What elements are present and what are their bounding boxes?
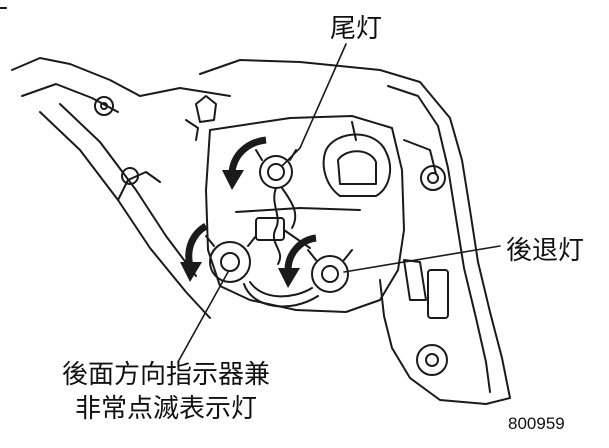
housing-slot bbox=[403, 259, 427, 301]
mount-hole bbox=[420, 165, 446, 191]
bulb-socket-icon bbox=[205, 235, 257, 283]
wire-harness bbox=[243, 283, 319, 308]
mount-hole-inner bbox=[427, 172, 439, 184]
wire-harness bbox=[273, 187, 281, 265]
mount-hole bbox=[416, 344, 448, 376]
panel-divider bbox=[235, 207, 361, 213]
housing-slot bbox=[427, 269, 449, 319]
connector-block bbox=[255, 217, 285, 241]
mount-hole-inner bbox=[425, 353, 439, 367]
leader-line bbox=[281, 43, 347, 167]
bulb-socket-icon bbox=[255, 149, 297, 189]
clip-wire bbox=[185, 119, 199, 141]
turn-signal-label-line1: 後面方向指示器兼 bbox=[62, 360, 271, 390]
leader-line bbox=[343, 245, 501, 273]
turn-signal-label-line2: 非常点滅表示灯 bbox=[75, 394, 258, 424]
rotation-arrow-head bbox=[222, 170, 244, 190]
body-frame-line bbox=[39, 111, 211, 319]
wire-harness bbox=[249, 281, 313, 298]
body-frame-line bbox=[11, 57, 141, 97]
bulb-socket-icon bbox=[307, 249, 353, 293]
body-frame-line bbox=[139, 87, 231, 97]
rotation-arrow-icon bbox=[228, 136, 267, 173]
figure-code: 800959 bbox=[508, 414, 565, 433]
leader-line bbox=[177, 271, 229, 363]
bolt-icon bbox=[121, 167, 139, 185]
tail-light-label: 尾灯 bbox=[330, 14, 383, 44]
body-frame-line bbox=[21, 83, 119, 113]
bulb-cavity-inner bbox=[337, 150, 377, 185]
bulb-cavity bbox=[322, 133, 392, 197]
clip-icon bbox=[195, 95, 217, 123]
lamp-housing-outline bbox=[299, 61, 511, 405]
rotation-arrow-head bbox=[180, 262, 202, 282]
reverse-light-label: 後退灯 bbox=[506, 236, 585, 266]
lamp-panel-outline bbox=[205, 115, 405, 313]
panel-tab bbox=[351, 121, 357, 141]
body-frame-line bbox=[199, 59, 301, 75]
lamp-housing-inner-edge bbox=[387, 85, 491, 393]
body-frame-line bbox=[59, 103, 197, 277]
turn-signal-label: 後面方向指示器兼 非常点滅表示灯 bbox=[62, 358, 270, 426]
wire-harness bbox=[281, 187, 297, 229]
rotation-arrow-head bbox=[278, 268, 300, 288]
bolt-center bbox=[100, 102, 108, 110]
rotation-arrow-icon bbox=[284, 234, 317, 271]
rotation-arrow-icon bbox=[185, 222, 208, 267]
bolt-icon bbox=[94, 96, 114, 116]
housing-rib bbox=[403, 139, 437, 175]
